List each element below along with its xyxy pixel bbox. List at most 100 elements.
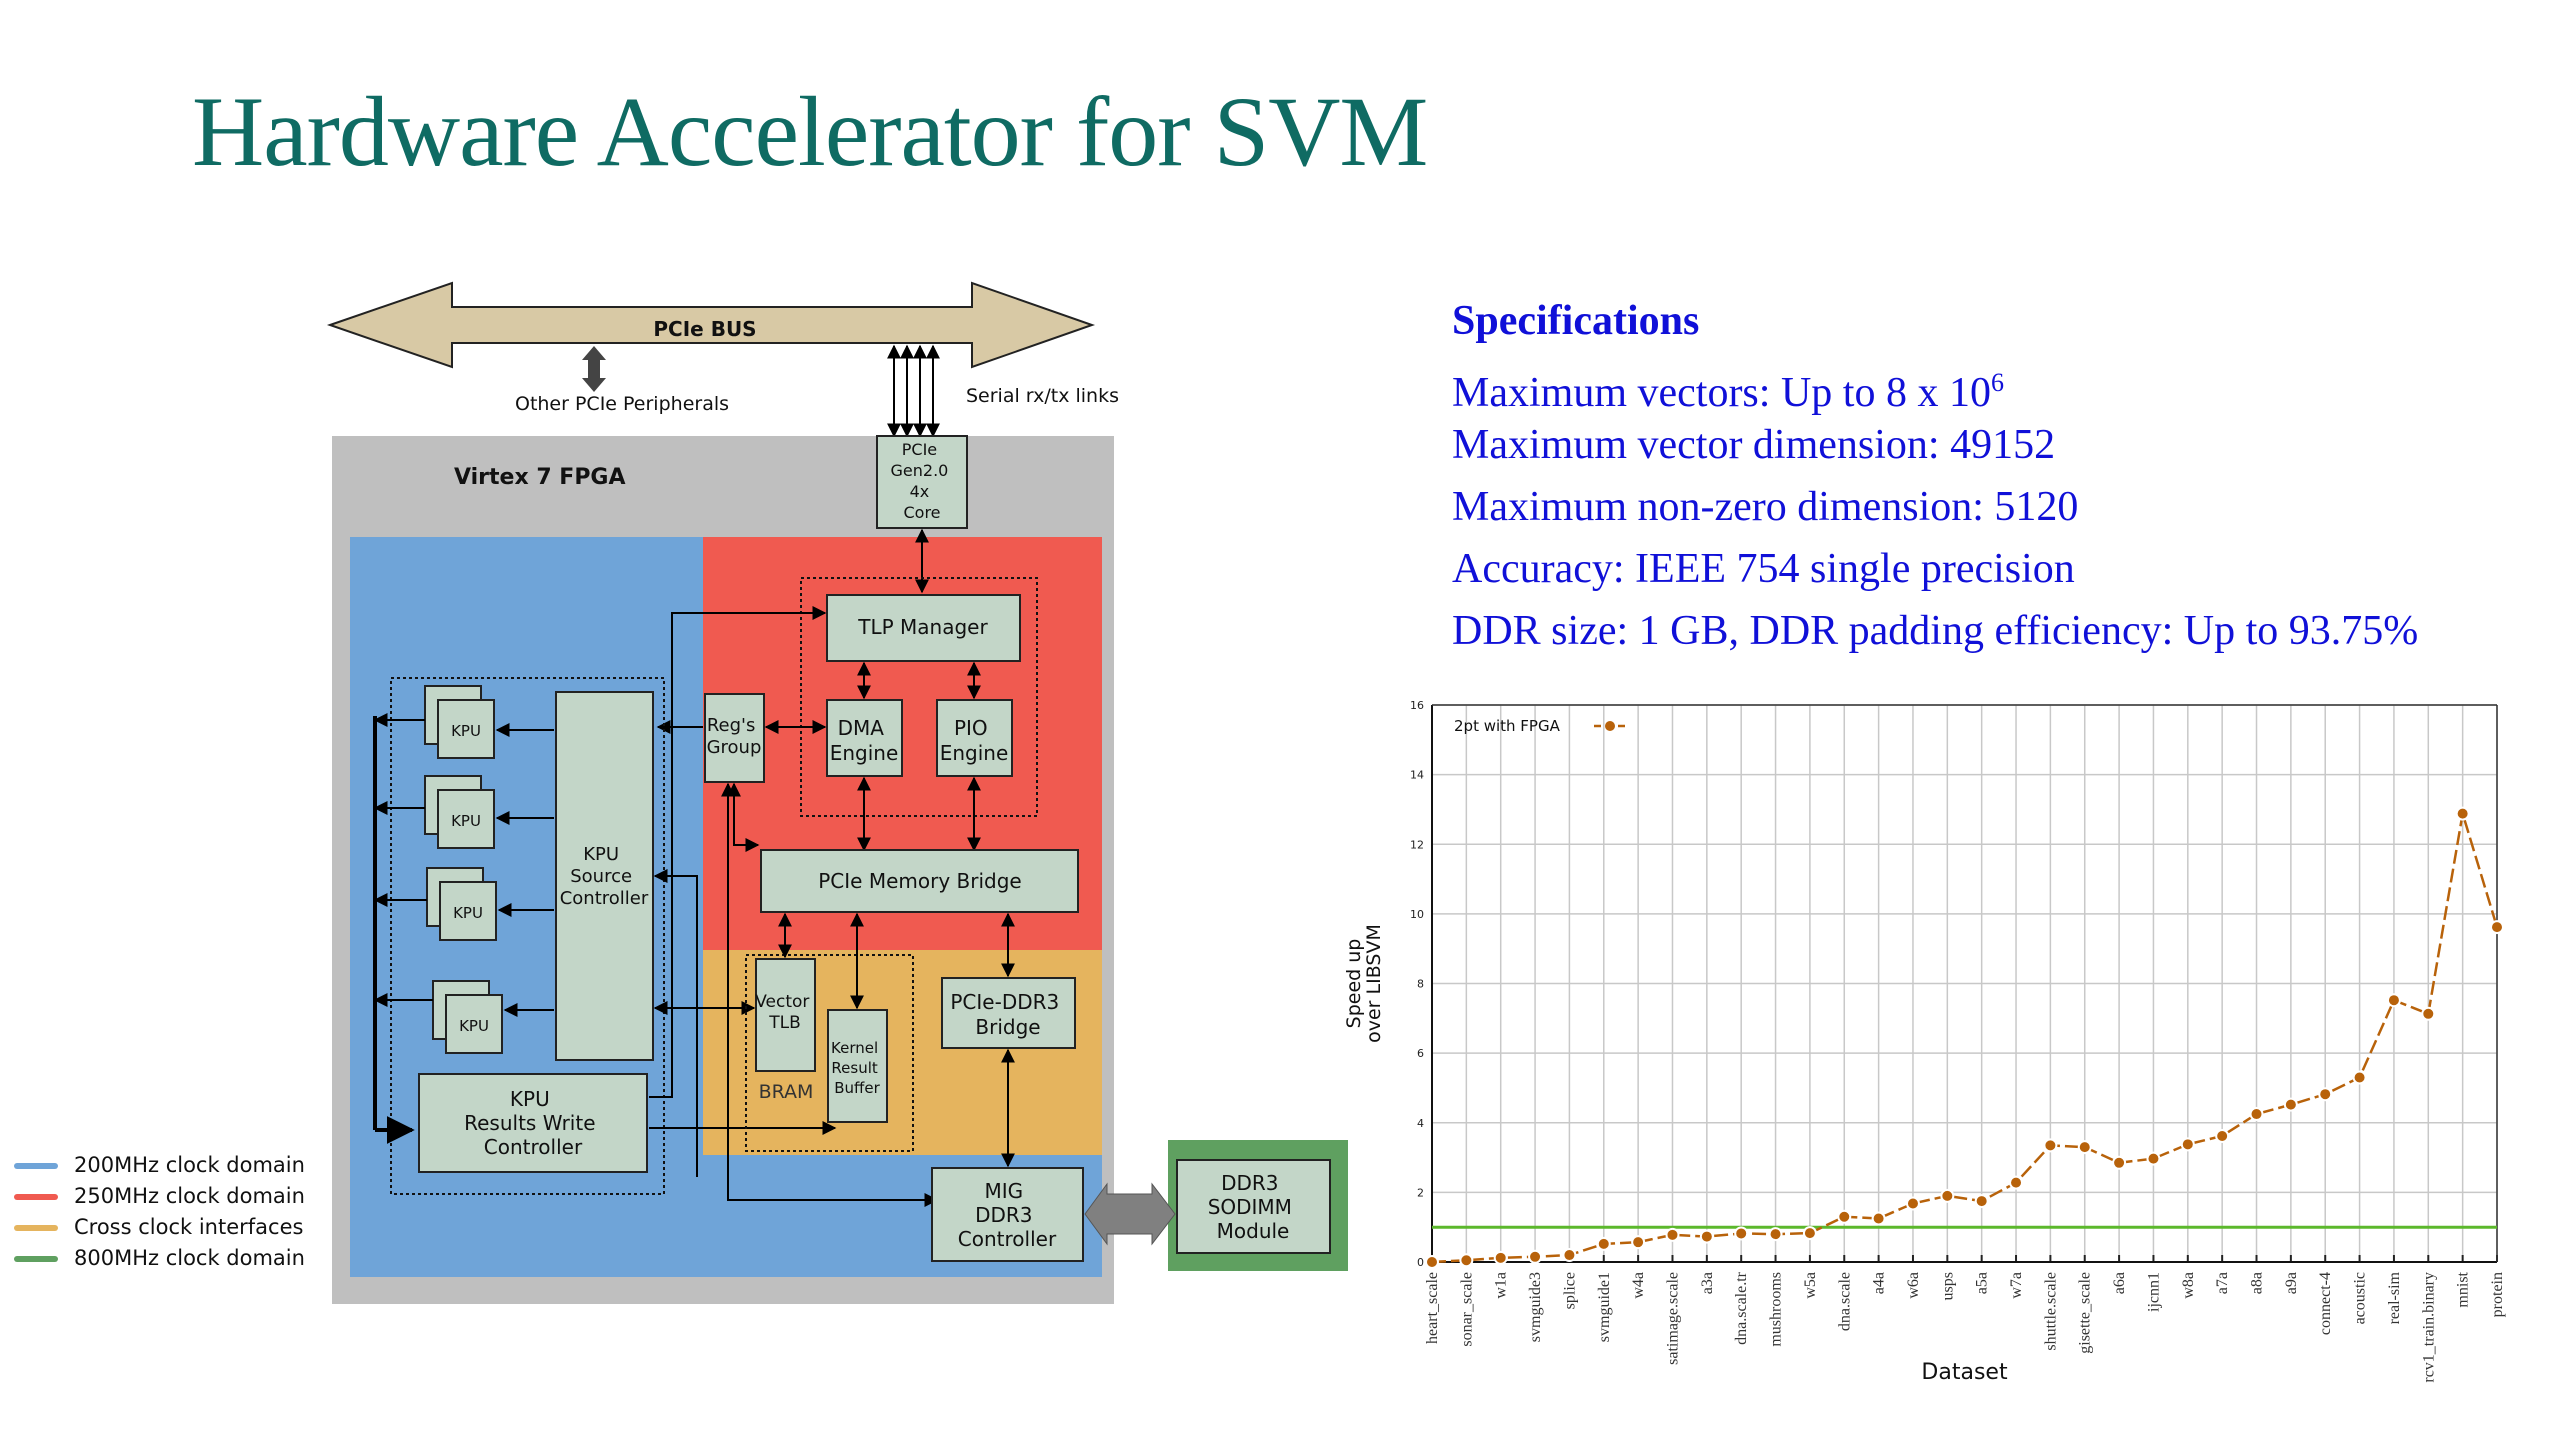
y-axis-label: over LIBSVM	[1363, 924, 1385, 1043]
data-point	[2043, 1138, 2058, 1153]
x-tick-label: sonar_scale	[1458, 1272, 1475, 1347]
data-point	[1802, 1226, 1817, 1241]
kpu-label: KPU	[453, 904, 483, 922]
x-tick-label: w1a	[1493, 1272, 1510, 1299]
kpu-results-write-controller-block	[418, 1073, 648, 1173]
data-point	[2283, 1097, 2298, 1112]
fpga-architecture-diagram: PCIe BUS Other PCIe Peripherals Serial r…	[326, 281, 1348, 1304]
x-tick-label: w7a	[2008, 1272, 2025, 1299]
data-point	[1940, 1188, 1955, 1203]
data-point	[1562, 1248, 1577, 1263]
x-tick-label: gisette_scale	[2077, 1272, 2094, 1354]
dma-engine-label: DMA	[838, 716, 885, 740]
x-tick-label: splice	[1561, 1272, 1578, 1309]
data-point	[1974, 1194, 1989, 1209]
spec-line: DDR size: 1 GB, DDR padding efficiency: …	[1452, 608, 2419, 654]
vector-tlb-label: Vector	[755, 992, 809, 1012]
spec-line: Maximum vector dimension: 49152	[1452, 422, 2056, 468]
clock-domain-legend: 200MHz clock domain 250MHz clock domain …	[14, 1150, 305, 1274]
data-point	[1528, 1249, 1543, 1264]
y-tick-label: 6	[1417, 1047, 1424, 1060]
legend-swatch	[14, 1193, 58, 1200]
x-tick-label: usps	[1939, 1272, 1956, 1300]
x-tick-label: shuttle.scale	[2042, 1272, 2059, 1351]
svg-text:PCIe Gen2.0 4x Cor: PCIe Gen2.0 4x Core	[891, 440, 954, 522]
mig-label: DDR3	[975, 1203, 1032, 1227]
data-point	[2318, 1087, 2333, 1102]
y-tick-label: 4	[1417, 1117, 1424, 1130]
x-tick-label: w4a	[1630, 1272, 1647, 1299]
tlp-manager-label: TLP Manager	[857, 615, 988, 639]
fpga-label: Virtex 7 FPGA	[454, 465, 626, 490]
legend-label: 2pt with FPGA	[1454, 717, 1561, 735]
x-tick-label: ijcnn1	[2145, 1272, 2162, 1312]
legend-marker	[1605, 721, 1615, 731]
kpu-label: KPU	[459, 1017, 489, 1035]
serial-links	[887, 344, 940, 438]
pio-engine-block	[936, 699, 1013, 777]
pcie-bus-arrow	[326, 281, 1096, 369]
spec-line: Maximum non-zero dimension: 5120	[1452, 484, 2079, 530]
svg-text:Reg's Group: Reg's Group	[707, 715, 762, 758]
engine-group-outline	[800, 577, 1038, 817]
regs-group-label: Group	[707, 737, 762, 758]
data-point	[1596, 1236, 1611, 1251]
pcie-bus-label: PCIe BUS	[653, 317, 756, 341]
x-tick-label: dna.scale	[1836, 1272, 1853, 1331]
legend-item: 200MHz clock domain	[14, 1150, 305, 1181]
y-axis-label: Speed up	[1343, 939, 1365, 1029]
pio-engine-label: PIO	[954, 716, 988, 740]
ddr-link-arrow	[1084, 1182, 1176, 1246]
x-tick-label: rcv1_train.binary	[2420, 1272, 2437, 1383]
vector-tlb-label: TLB	[768, 1013, 801, 1033]
data-point	[1665, 1227, 1680, 1242]
legend-swatch	[14, 1224, 58, 1231]
pcie-core-line: Gen2.0	[891, 461, 949, 480]
pcie-core-line: 4x	[910, 482, 930, 501]
y-tick-label: 12	[1410, 838, 1424, 851]
x-tick-label: svmguide3	[1527, 1272, 1544, 1342]
spec-line: Accuracy: IEEE 754 single precision	[1452, 546, 2075, 592]
data-point	[2490, 920, 2504, 935]
specifications-heading: Specifications	[1452, 298, 1700, 344]
peripheral-arrow	[582, 346, 606, 392]
y-tick-label: 14	[1410, 769, 1424, 782]
kpu-group-outline	[390, 677, 665, 1195]
kpu-results-label: KPU	[510, 1087, 550, 1111]
x-tick-label: real-sim	[2386, 1271, 2403, 1324]
kpu-results-label: Results Write	[464, 1111, 595, 1135]
svg-text:KPU Results Write Cont: KPU Results Write Controller	[464, 1087, 602, 1159]
x-tick-label: a3a	[1699, 1272, 1716, 1294]
data-point	[1425, 1255, 1439, 1269]
x-tick-label: svmguide1	[1596, 1272, 1613, 1342]
kernel-buffer-label: Kernel	[831, 1039, 878, 1057]
regs-group-label: Reg's	[707, 715, 756, 736]
data-point	[1871, 1211, 1886, 1226]
sodimm-label: SODIMM	[1208, 1195, 1292, 1219]
kpu-source-controller-block	[555, 691, 654, 1061]
data-point	[1699, 1229, 1714, 1244]
kernel-buffer-label: Buffer	[834, 1079, 880, 1097]
kpu-source-label: KPU	[583, 844, 619, 865]
pcie-core-line: Core	[903, 503, 940, 522]
data-point	[2455, 806, 2470, 821]
svg-text:PCIe-DDR3 Bridge: PCIe-DDR3 Bridge	[950, 990, 1065, 1039]
data-point	[1734, 1226, 1749, 1241]
data-point	[1631, 1235, 1646, 1250]
regs-group-block	[704, 693, 765, 783]
legend-item: Cross clock interfaces	[14, 1212, 305, 1243]
svg-text:Kernel Result Buffer: Kernel Result Buffer	[831, 1039, 883, 1097]
x-tick-label: satimage.scale	[1664, 1272, 1681, 1365]
slide-title: Hardware Accelerator for SVM	[192, 76, 1428, 187]
ddr3-sodimm-block	[1176, 1159, 1331, 1254]
y-tick-label: 0	[1417, 1256, 1424, 1269]
data-point	[2215, 1128, 2230, 1143]
data-point	[2352, 1070, 2367, 1085]
legend-swatch	[14, 1162, 58, 1169]
specifications-panel: Specifications Maximum vectors: Up to 8 …	[1452, 290, 2418, 662]
x-tick-label: w8a	[2180, 1272, 2197, 1299]
data-point	[2146, 1151, 2161, 1166]
sodimm-label: Module	[1217, 1219, 1290, 1243]
pcie-ddr3-label: Bridge	[975, 1015, 1040, 1039]
